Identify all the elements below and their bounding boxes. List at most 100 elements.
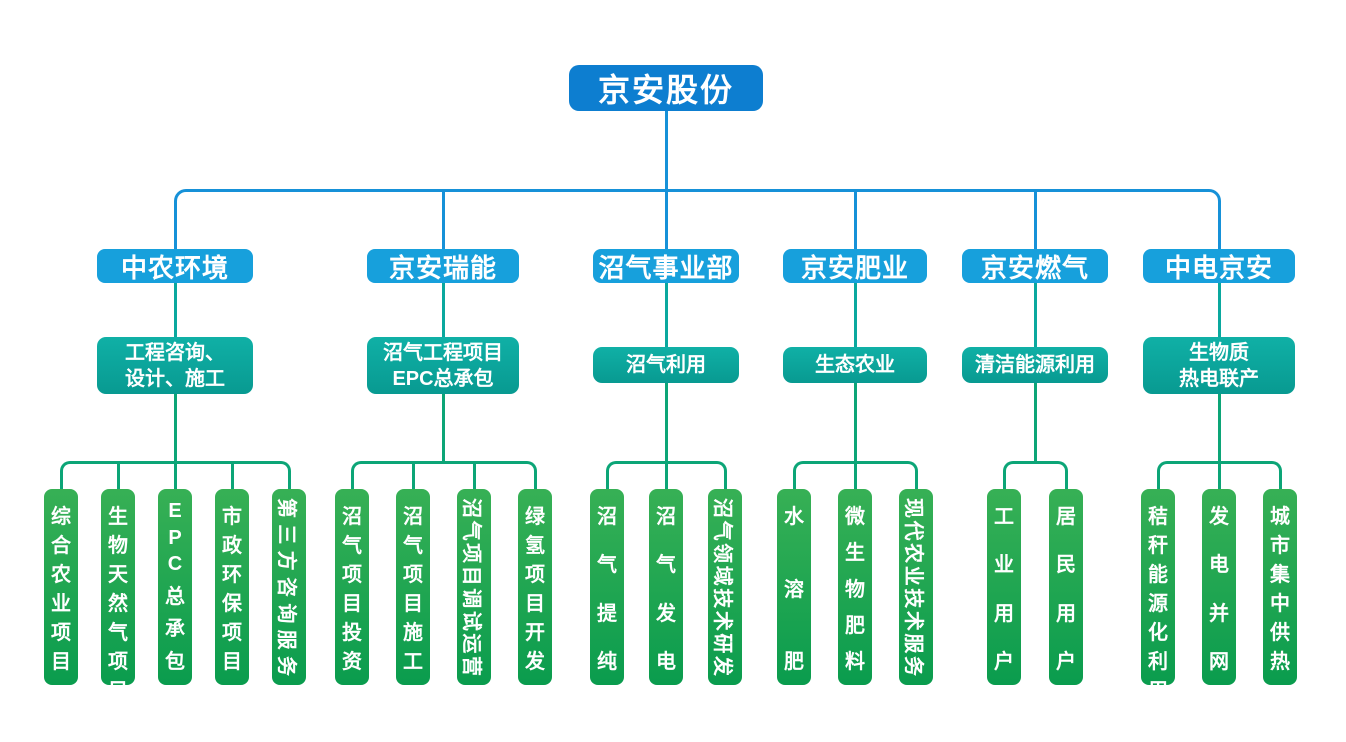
leaf-node-5-2: 城市集中供热 bbox=[1263, 489, 1297, 685]
division-node-3: 京安肥业 bbox=[783, 249, 927, 283]
connector-leaf-drop bbox=[116, 461, 120, 489]
leaf-node-2-2: 沼气领域技术研发 bbox=[708, 489, 742, 685]
connector-scope-stem bbox=[1217, 283, 1221, 337]
leaf-label: 居民用户 bbox=[1049, 489, 1083, 685]
connector-division-drop bbox=[1033, 189, 1037, 249]
connector-leaf-drop bbox=[173, 461, 177, 489]
leaf-label-char: 提 bbox=[597, 602, 617, 625]
leaf-label-char: 方 bbox=[275, 550, 298, 571]
connector-division-drop bbox=[664, 189, 668, 249]
leaf-label-char: 第 bbox=[275, 498, 298, 518]
leaf-label-char: 目 bbox=[51, 651, 71, 673]
scope-node-4: 清洁能源利用 bbox=[962, 347, 1108, 383]
leaf-label-char: 气 bbox=[460, 520, 483, 541]
leaf-label-char: 服 bbox=[275, 629, 298, 650]
scope-label-line: 工程咨询、 bbox=[125, 341, 225, 364]
leaf-label-char: 项 bbox=[51, 622, 71, 644]
leaf-label-char: 业 bbox=[994, 554, 1014, 577]
leaf-label-char: 供 bbox=[1270, 622, 1290, 644]
leaf-label-char: 政 bbox=[222, 535, 242, 557]
division-label: 京安燃气 bbox=[980, 252, 1089, 283]
scope-label-line: 热电联产 bbox=[1179, 367, 1259, 390]
connector-group-stem bbox=[664, 383, 668, 464]
leaf-label-char: 领 bbox=[711, 543, 734, 564]
leaf-label-char: 绿 bbox=[525, 506, 545, 528]
scope-label-line: 生态农业 bbox=[815, 354, 895, 376]
leaf-label-char: 运 bbox=[460, 633, 483, 654]
leaf-label-char: 域 bbox=[711, 565, 734, 586]
leaf-label-char: 试 bbox=[460, 610, 483, 631]
leaf-label-char: 电 bbox=[1209, 554, 1229, 577]
scope-node-2: 沼气利用 bbox=[593, 347, 739, 383]
connector-group-bus bbox=[350, 461, 537, 489]
division-node-0: 中农环境 bbox=[97, 249, 253, 283]
division-node-1: 京安瑞能 bbox=[367, 249, 519, 283]
scope-label-line: 设计、施工 bbox=[125, 367, 225, 390]
leaf-label-char: 户 bbox=[1056, 650, 1076, 673]
leaf-label-char: 热 bbox=[1270, 651, 1290, 673]
division-label: 京安瑞能 bbox=[388, 252, 497, 283]
connector-leaf-drop bbox=[472, 461, 476, 489]
leaf-label-char: 项 bbox=[222, 622, 242, 644]
leaf-label-char: 用 bbox=[994, 602, 1014, 625]
leaf-label: 工业用户 bbox=[987, 489, 1021, 685]
leaf-label-char: 电 bbox=[656, 650, 676, 673]
scope-label-line: 沼气工程项目 bbox=[383, 341, 503, 364]
leaf-label-char: 气 bbox=[108, 622, 128, 644]
leaf-label: 市政环保项目 bbox=[215, 489, 249, 685]
connector-division-drop bbox=[853, 189, 857, 249]
leaf-label-char: 沼 bbox=[460, 498, 483, 518]
leaf-label-char: C bbox=[167, 553, 183, 576]
leaf-label-char: 务 bbox=[275, 655, 298, 676]
leaf-label-char: 目 bbox=[222, 651, 242, 673]
connector-scope-stem bbox=[173, 283, 177, 337]
connector-group-stem bbox=[173, 394, 177, 464]
root-label: 京安股份 bbox=[597, 72, 734, 108]
leaf-label-char: 气 bbox=[656, 554, 676, 577]
leaf-node-0-3: 市政环保项目 bbox=[215, 489, 249, 685]
leaf-label-char: 气 bbox=[342, 535, 362, 557]
leaf-label: 秸秆能源化利用 bbox=[1141, 489, 1175, 702]
leaf-label-char: 市 bbox=[1270, 535, 1290, 557]
leaf-label-char: 项 bbox=[342, 564, 362, 586]
leaf-label-char: 目 bbox=[525, 593, 545, 615]
leaf-label-char: 气 bbox=[403, 535, 423, 557]
leaf-label-char: 调 bbox=[460, 588, 483, 609]
leaf-label-char: 农 bbox=[902, 543, 925, 564]
leaf-node-3-2: 现代农业技术服务 bbox=[899, 489, 933, 685]
scope-node-0: 工程咨询、设计、施工 bbox=[97, 337, 253, 394]
leaf-label-char: 施 bbox=[403, 622, 423, 644]
scope-node-3: 生态农业 bbox=[783, 347, 927, 383]
leaf-label: 沼气发电 bbox=[649, 489, 683, 685]
leaf-label-char: 项 bbox=[403, 564, 423, 586]
leaf-label: 微生物肥料 bbox=[838, 489, 872, 685]
leaf-label-char: 服 bbox=[902, 633, 925, 654]
leaf-label-char: 业 bbox=[902, 565, 925, 586]
leaf-label-char: 工 bbox=[994, 506, 1014, 528]
connector-group-stem bbox=[441, 394, 445, 464]
leaf-label-char: 源 bbox=[1148, 593, 1168, 615]
division-node-4: 京安燃气 bbox=[962, 249, 1108, 283]
leaf-label-char: E bbox=[168, 500, 182, 522]
leaf-label-char: 技 bbox=[902, 588, 925, 609]
leaf-label-char: 沼 bbox=[656, 506, 676, 528]
leaf-label-char: 秸 bbox=[1148, 506, 1168, 528]
leaf-label-char: 目 bbox=[403, 593, 423, 615]
leaf-label-char: 术 bbox=[902, 610, 925, 631]
connector-top-bus bbox=[173, 189, 1221, 249]
division-label: 中农环境 bbox=[120, 252, 229, 283]
leaf-label-char: 用 bbox=[1148, 680, 1168, 702]
leaf-node-1-0: 沼气项目投资 bbox=[335, 489, 369, 685]
leaf-node-5-1: 发电并网 bbox=[1202, 489, 1236, 685]
connector-group-stem bbox=[853, 383, 857, 464]
leaf-label-char: 沼 bbox=[403, 506, 423, 528]
division-label: 中电京安 bbox=[1164, 252, 1273, 283]
leaf-label-char: 项 bbox=[525, 564, 545, 586]
leaf-label-char: 综 bbox=[51, 506, 71, 528]
connector-leaf-drop bbox=[664, 461, 668, 489]
leaf-label-char: 户 bbox=[994, 650, 1014, 673]
leaf-label-char: 目 bbox=[108, 680, 128, 702]
